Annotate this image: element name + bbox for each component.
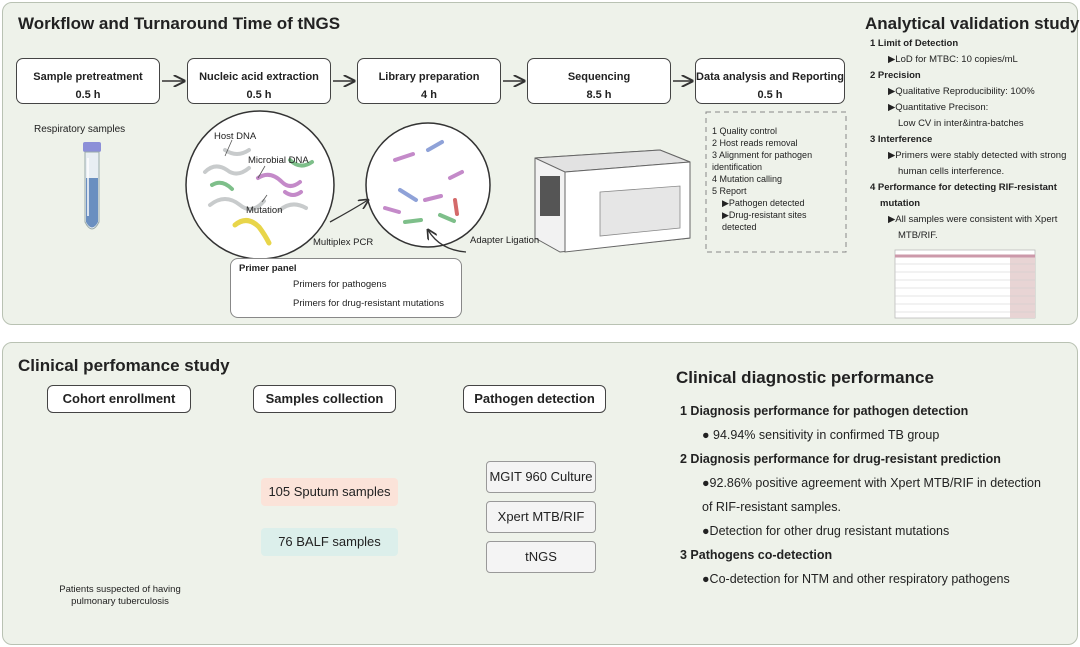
patients-caption: Patients suspected of having pulmonary t… <box>40 584 200 608</box>
diag-item: ● 94.94% sensitivity in confirmed TB gro… <box>702 428 940 442</box>
analysis-step: ▶Drug-resistant sites detected <box>722 210 807 232</box>
analysis-step: 4 Mutation calling <box>712 174 783 184</box>
av-item: ▶Quantitative Precison: <box>888 102 989 113</box>
analytical-list: 1 Limit of Detection ▶LoD for MTBC: 10 c… <box>870 36 1075 244</box>
primer-panel: Primer panel Primers for pathogens Prime… <box>230 258 462 318</box>
diagnostic-title: Clinical diagnostic performance <box>676 368 934 387</box>
multiplex-pcr-label: Multiplex PCR <box>313 237 374 248</box>
patients-caption-line: Patients suspected of having <box>59 584 181 595</box>
adapter-ligation-label: Adapter Ligation <box>470 235 540 246</box>
analysis-step: 1 Quality control <box>712 126 778 136</box>
analysis-list: 1 Quality control 2 Host reads removal 3… <box>712 125 842 233</box>
av-heading: 4 Performance for detecting RIF-resistan… <box>870 182 1057 193</box>
step-name: Data analysis and Reporting <box>696 71 844 83</box>
step-nucleic-acid-extraction: Nucleic acid extraction 0.5 h <box>187 58 331 104</box>
pathogen-detection-box: Pathogen detection <box>463 385 606 413</box>
mgit-culture: MGIT 960 Culture <box>486 461 596 493</box>
step-time: 4 h <box>421 89 437 101</box>
step-sample-pretreatment: Sample pretreatment 0.5 h <box>16 58 160 104</box>
balf-samples: 76 BALF samples <box>261 528 398 556</box>
diagnostic-list: 1 Diagnosis performance for pathogen det… <box>680 399 1075 591</box>
microbial-dna-label: Microbial DNA <box>248 155 309 166</box>
cohort-enrollment-box: Cohort enrollment <box>47 385 191 413</box>
step-name: Nucleic acid extraction <box>199 71 319 83</box>
step-data-analysis: Data analysis and Reporting 0.5 h <box>695 58 845 104</box>
diag-item: ●Detection for other drug resistant muta… <box>702 524 950 538</box>
av-item: MTB/RIF. <box>898 230 938 241</box>
step-time: 0.5 h <box>757 89 783 101</box>
xpert-mtb-rif: Xpert MTB/RIF <box>486 501 596 533</box>
validation-table-thumbnail <box>894 249 1036 319</box>
clinical-title: Clinical perfomance study <box>18 356 230 375</box>
analysis-step: 3 Alignment for pathogen identification <box>712 150 813 172</box>
step-sequencing: Sequencing 8.5 h <box>527 58 671 104</box>
av-heading: 3 Interference <box>870 134 933 145</box>
mutation-label: Mutation <box>246 205 283 216</box>
analytical-title: Analytical validation study <box>865 14 1080 33</box>
dna-circle <box>185 110 335 260</box>
step-time: 8.5 h <box>586 89 612 101</box>
respiratory-label: Respiratory samples <box>34 124 126 135</box>
analysis-step: 2 Host reads removal <box>712 138 798 148</box>
analysis-step: 5 Report <box>712 186 747 196</box>
step-name: Library preparation <box>378 71 480 83</box>
av-item: Low CV in inter&intra-batches <box>898 118 1024 129</box>
primer-resistant-label: Primers for drug-resistant mutations <box>293 298 444 309</box>
av-item: mutation <box>880 198 921 209</box>
analysis-step: ▶Pathogen detected <box>722 198 805 208</box>
av-item: ▶LoD for MTBC: 10 copies/mL <box>888 54 1018 65</box>
tngs: tNGS <box>486 541 596 573</box>
diag-item: ●92.86% positive agreement with Xpert MT… <box>702 476 1041 490</box>
diag-heading: 2 Diagnosis performance for drug-resista… <box>680 452 1001 466</box>
diag-heading: 3 Pathogens co-detection <box>680 548 833 562</box>
av-item: ▶Qualitative Reproducibility: 100% <box>888 86 1035 97</box>
av-item: human cells interference. <box>898 166 1005 177</box>
diag-item: of RIF-resistant samples. <box>702 500 841 514</box>
primer-pathogens-label: Primers for pathogens <box>293 279 387 290</box>
test-tube-icon <box>83 142 101 230</box>
av-heading: 1 Limit of Detection <box>870 38 959 49</box>
samples-collection-box: Samples collection <box>253 385 396 413</box>
arrow-ligation <box>428 230 467 253</box>
host-dna-label: Host DNA <box>214 131 257 142</box>
analysis-box <box>705 111 847 253</box>
av-heading: 2 Precision <box>870 70 921 81</box>
step-time: 0.5 h <box>75 89 101 101</box>
library-circle <box>365 122 491 248</box>
step-time: 0.5 h <box>246 89 272 101</box>
av-item: ▶Primers were stably detected with stron… <box>888 150 1067 161</box>
sequencer-icon <box>534 149 691 253</box>
sputum-samples: 105 Sputum samples <box>261 478 398 506</box>
diag-item: ●Co-detection for NTM and other respirat… <box>702 572 1010 586</box>
step-library-preparation: Library preparation 4 h <box>357 58 501 104</box>
diag-heading: 1 Diagnosis performance for pathogen det… <box>680 404 969 418</box>
patients-caption-line: pulmonary tuberculosis <box>71 596 169 607</box>
primer-panel-title: Primer panel <box>239 263 297 274</box>
workflow-title: Workflow and Turnaround Time of tNGS <box>18 14 341 33</box>
step-name: Sequencing <box>567 71 631 83</box>
arrow-pcr <box>329 200 368 223</box>
step-name: Sample pretreatment <box>33 71 143 83</box>
av-item: ▶All samples were consistent with Xpert <box>888 214 1058 225</box>
